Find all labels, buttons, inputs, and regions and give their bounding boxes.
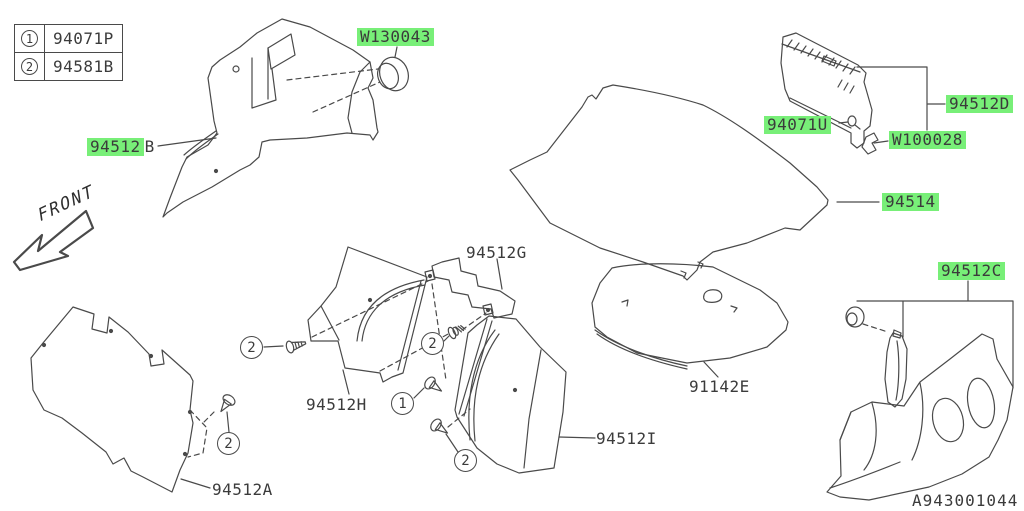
part-label-94512i: 94512I bbox=[596, 429, 657, 448]
legend-callout-2: 2 bbox=[21, 58, 38, 75]
screw-2-drawing bbox=[284, 336, 308, 355]
pin-3-drawing bbox=[215, 391, 238, 416]
legend-table: 1 94071P 2 94581B bbox=[14, 24, 123, 81]
part-label-94512g: 94512G bbox=[466, 243, 527, 262]
pin-2-drawing bbox=[427, 416, 452, 439]
callout-clip-2: 2 bbox=[421, 332, 444, 355]
part-label-w100028[interactable]: W100028 bbox=[889, 131, 966, 149]
callout-pin-2: 2 bbox=[217, 432, 240, 455]
pin-1-drawing bbox=[421, 374, 446, 397]
part-label-94512a: 94512A bbox=[212, 480, 273, 499]
trunk-mat-drawing bbox=[509, 84, 829, 281]
floor-mat-drawing bbox=[30, 306, 208, 493]
legend-row: 1 94071P bbox=[15, 25, 122, 52]
legend-row: 2 94581B bbox=[15, 52, 122, 80]
leader-lines bbox=[157, 66, 1014, 489]
part-label-w130043[interactable]: W130043 bbox=[357, 28, 434, 46]
callout-pin2-2: 2 bbox=[454, 449, 477, 472]
callout-screw-2: 2 bbox=[240, 336, 263, 359]
legend-callout-1: 1 bbox=[21, 30, 38, 47]
part-label-94512d[interactable]: 94512D bbox=[946, 95, 1013, 113]
bracket-drawing bbox=[424, 257, 516, 319]
quarter-trim-left-drawing bbox=[162, 18, 379, 218]
front-arrow bbox=[12, 209, 95, 272]
clip-94071u-drawing bbox=[847, 115, 857, 127]
rear-panel-trim-drawing bbox=[780, 32, 879, 155]
part-label-94512c[interactable]: 94512C bbox=[938, 262, 1005, 280]
diagram-code: A943001044 bbox=[912, 491, 1019, 510]
part-label-91142e: 91142E bbox=[689, 377, 750, 396]
part-label-94514[interactable]: 94514 bbox=[882, 193, 939, 211]
grommet-w130043-drawing bbox=[377, 46, 409, 92]
quarter-trim-right-drawing bbox=[826, 306, 1014, 501]
part-label-94512b-highlight[interactable]: 94512 bbox=[87, 138, 144, 156]
part-label-94512h: 94512H bbox=[306, 395, 367, 414]
clip-2-drawing bbox=[446, 321, 468, 341]
part-label-94071u[interactable]: 94071U bbox=[764, 116, 831, 134]
toolbox-cover-drawing bbox=[591, 261, 789, 370]
callout-pin-1: 1 bbox=[391, 392, 414, 415]
legend-part-number-2: 94581B bbox=[44, 53, 122, 80]
part-label-94512b[interactable]: 94512 B bbox=[87, 138, 156, 156]
grommet-drawing bbox=[845, 306, 865, 328]
trim-panel-i-drawing bbox=[454, 315, 567, 474]
legend-part-number-1: 94071P bbox=[44, 25, 122, 52]
trim-panel-h-drawing bbox=[307, 246, 428, 383]
part-label-94512b-suffix: B bbox=[144, 137, 155, 156]
clip-w100028-drawing bbox=[861, 132, 879, 155]
